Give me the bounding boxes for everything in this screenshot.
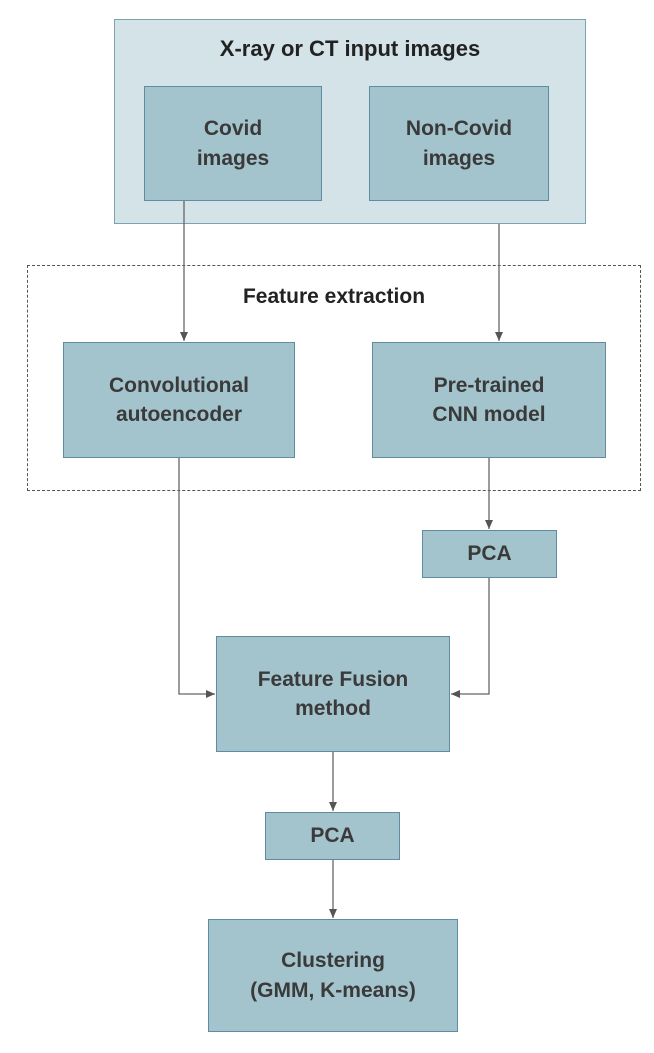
non-covid-images-line2: images (422, 146, 496, 170)
autoencoder-line1: Convolutional (109, 373, 249, 397)
covid-images-line1: Covid (203, 117, 263, 141)
non-covid-images-node: Non-Covid images (369, 86, 549, 201)
feature-extraction-title: Feature extraction (242, 285, 426, 308)
cnn-line1: Pre-trained (433, 373, 545, 397)
arrow-autoencoder-to-fusion (178, 458, 215, 698)
fusion-line2: method (295, 697, 371, 720)
fusion-line1: Feature Fusion (257, 667, 409, 691)
pca-1-label: PCA (467, 542, 512, 566)
feature-extraction-group (27, 265, 641, 491)
convolutional-autoencoder-node: Convolutional autoencoder (63, 342, 295, 458)
covid-images-node: Covid images (144, 86, 322, 201)
input-images-title: X-ray or CT input images (219, 36, 481, 61)
autoencoder-line2: autoencoder (115, 403, 243, 426)
pretrained-cnn-node: Pre-trained CNN model (372, 342, 606, 458)
arrow-pca-to-fusion (451, 578, 490, 698)
clustering-line2: (GMM, K-means) (250, 978, 416, 1002)
clustering-line1: Clustering (281, 949, 385, 973)
pca-node-2: PCA (265, 812, 400, 860)
clustering-node: Clustering (GMM, K-means) (208, 919, 458, 1032)
feature-fusion-node: Feature Fusion method (216, 636, 450, 752)
pca-2-label: PCA (310, 824, 355, 848)
covid-images-line2: images (196, 146, 270, 170)
pca-node-1: PCA (422, 530, 557, 578)
non-covid-images-line1: Non-Covid (405, 117, 513, 141)
cnn-line2: CNN model (432, 403, 546, 426)
